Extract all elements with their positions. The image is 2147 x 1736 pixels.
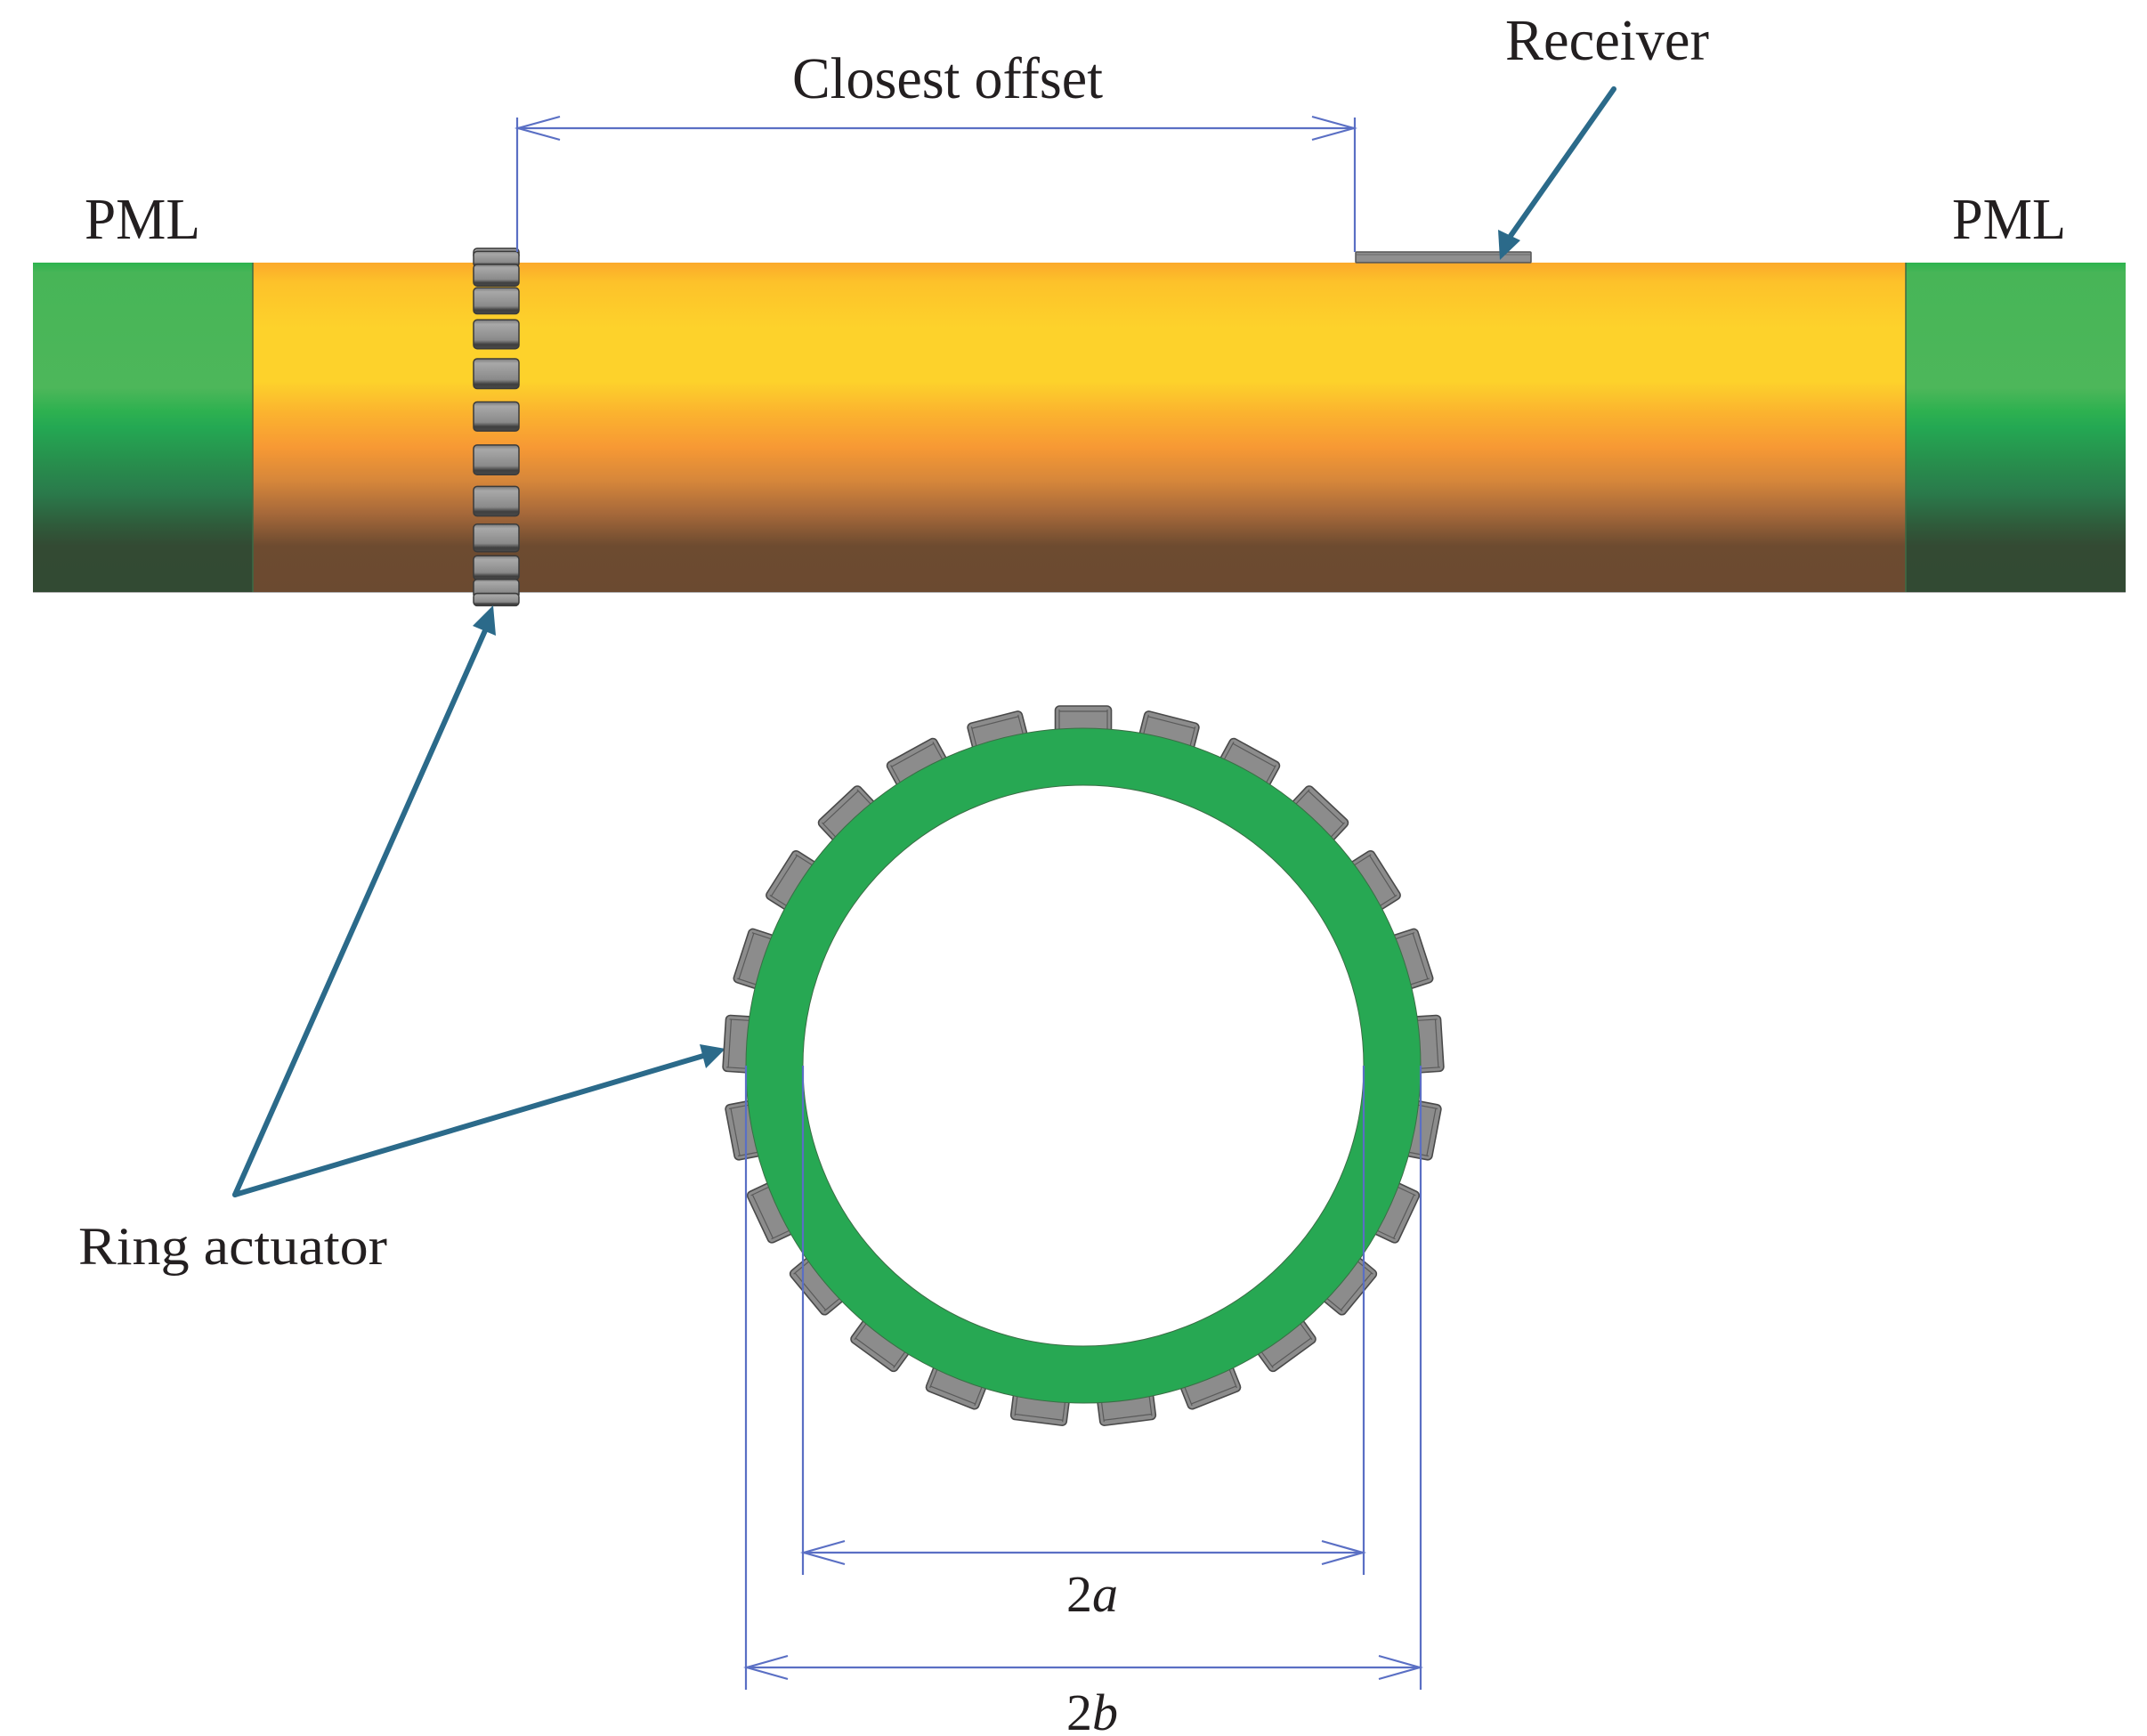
ring-actuator-callout-arrows: [232, 605, 725, 1197]
receiver-label: Receiver: [1505, 8, 1709, 73]
pipe-body: [253, 263, 1906, 592]
ring-actuator-arrowhead-ring: [700, 1044, 725, 1068]
pipe-inner-edge: [802, 784, 1365, 1347]
inner-diameter-dimension: [799, 1066, 1367, 1575]
closest-offset-label: Closest offset: [792, 46, 1103, 111]
offset-arrowhead-right: [1311, 115, 1358, 142]
pipe-cross-section: [745, 727, 1422, 1404]
ring-actuator-side-block: [473, 401, 520, 432]
inner-diameter-label: 2a: [1066, 1565, 1118, 1623]
outer-diameter-label: 2b: [1066, 1683, 1118, 1736]
pml-right-label: PML: [1952, 187, 2066, 252]
receiver-arrowhead: [1498, 230, 1520, 260]
offset-arrowhead-left: [514, 115, 561, 142]
pml-left-label: PML: [85, 187, 200, 252]
ring-actuator-side-block: [473, 287, 520, 315]
pipe-side-view: [33, 263, 2126, 593]
closest-offset-dimension: [514, 115, 1358, 252]
ring-actuator-side-block: [473, 319, 520, 350]
ring-actuator-side-block: [473, 485, 520, 517]
ring-actuator-label: Ring actuator: [78, 1217, 387, 1276]
ring-actuator-side-view: [473, 247, 520, 607]
outer-diameter-dimension: [742, 1066, 1424, 1690]
ring-actuator-side-block: [473, 555, 520, 580]
pml-right-region: [1906, 263, 2126, 592]
pipe-wall-ring: [746, 728, 1421, 1403]
ring-actuator-block: [886, 737, 952, 795]
ring-actuator-side-block: [473, 264, 520, 287]
receiver-callout-arrow: [1498, 86, 1616, 260]
ring-actuator-cross-section: [722, 705, 1445, 1426]
ring-actuator-side-block: [473, 523, 520, 553]
ring-actuator-side-block: [473, 444, 520, 475]
ring-actuator-side-block: [473, 592, 520, 607]
pml-left-region: [33, 263, 253, 592]
ring-actuator-side-block: [473, 358, 520, 390]
ring-actuator-arrowhead-top: [473, 605, 496, 636]
